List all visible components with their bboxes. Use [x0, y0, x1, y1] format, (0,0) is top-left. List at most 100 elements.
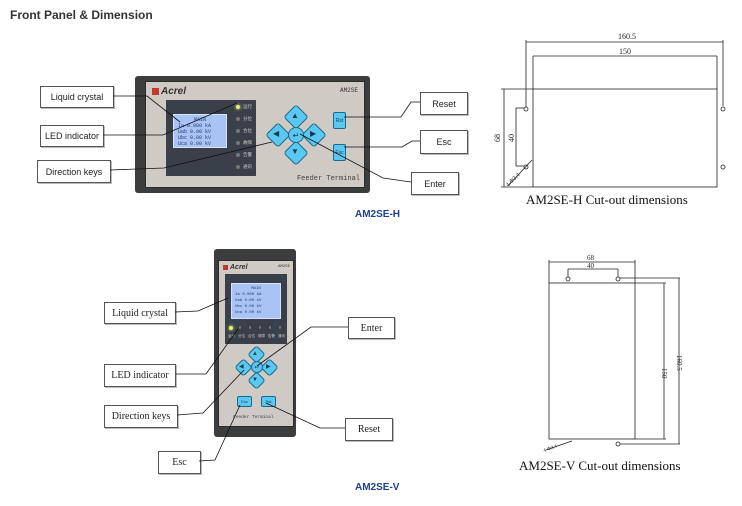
- arrow-up-icon: ▲: [291, 111, 299, 120]
- led-label: 告警: [243, 152, 252, 157]
- mount-hole: [615, 441, 621, 447]
- device-footer: Feeder Terminal: [296, 175, 360, 183]
- cutout-h-drawing: [501, 40, 726, 188]
- arrow-right-icon: ▶: [266, 364, 271, 370]
- dim-label-inner-width: 150: [619, 47, 631, 56]
- lcd-line: Ia 0.000 kA: [178, 123, 212, 129]
- lcd-line: Uca 0.00 kV: [235, 311, 262, 315]
- mount-hole: [523, 106, 529, 112]
- brand-logo: Acrel: [152, 86, 186, 97]
- leader-enter: [256, 326, 348, 367]
- callout-led-indicator: LED indicator: [104, 364, 176, 387]
- callout-reset: Reset: [420, 92, 468, 115]
- led-label: 合位: [243, 128, 252, 133]
- callout-led-indicator: LED indicator: [40, 125, 104, 147]
- dim-label-hole-spacing: 40: [587, 262, 595, 270]
- reset-button[interactable]: Rst: [333, 112, 346, 129]
- led-label: 合位: [248, 334, 255, 338]
- brand-name: Acrel: [230, 264, 248, 271]
- display-bezel: MAIN Ia 0.000 kA Uab 0.00 kV Ubc 0.00 kV…: [166, 100, 256, 176]
- lcd-screen: MAIN Ia 0.000 kA Uab 0.00 kV Ubc 0.00 kV…: [231, 283, 281, 319]
- cutout-v-caption: AM2SE-V Cut-out dimensions: [519, 458, 681, 473]
- lcd-line: MAIN: [193, 117, 206, 123]
- esc-button[interactable]: Esc: [237, 396, 252, 407]
- callout-esc: Esc: [158, 451, 201, 474]
- brand-mark-icon: [223, 264, 228, 270]
- callout-liquid-crystal: Liquid crystal: [104, 302, 176, 324]
- led-label: 运行: [243, 104, 252, 109]
- led-comm-icon: [279, 326, 281, 329]
- dim-label-hole: 4-Φ3.4: [543, 444, 558, 454]
- callout-enter: Enter: [348, 317, 395, 339]
- cutout-rect: [548, 282, 636, 440]
- arrow-left-icon: ◀: [273, 129, 280, 138]
- leader-liquid-crystal: [113, 95, 181, 123]
- leader-direction-keys: [109, 141, 273, 171]
- callout-direction-keys: Direction keys: [104, 405, 178, 428]
- led-label: 故障: [243, 140, 252, 145]
- led-alarm-icon: [236, 153, 240, 157]
- leader-led-indicator: [176, 328, 239, 375]
- lcd-screen: MAIN Ia 0.000 kA Uab 0.00 kV Ubc 0.00 kV…: [173, 114, 227, 148]
- lcd-line: Uab 0.00 kV: [178, 129, 212, 135]
- lcd-line: Ia 0.000 kA: [235, 293, 262, 297]
- led-label: 运行: [228, 334, 235, 338]
- cutout-h-labels: 160.5 150 68 40 4-Φ3.4: [493, 32, 636, 188]
- led-comm-icon: [236, 165, 240, 169]
- leader-enter: [299, 133, 412, 183]
- leader-lines-v: [174, 297, 348, 462]
- led-alarm-icon: [269, 326, 271, 329]
- callout-direction-keys: Direction keys: [37, 160, 111, 183]
- leader-liquid-crystal: [174, 297, 229, 313]
- hole-leader: [507, 159, 533, 187]
- led-close-icon: [236, 129, 240, 133]
- enter-icon: ↵: [292, 130, 300, 140]
- model-caption-v: AM2SE-V: [355, 482, 400, 493]
- mount-hole: [615, 276, 621, 282]
- led-run-icon: [229, 326, 233, 330]
- am2se-v-device: Acrel AM2SE MAIN Ia 0.000 kA Uab 0.00 kV…: [214, 249, 296, 437]
- mount-hole: [565, 276, 571, 282]
- dim-label-height: 68: [493, 134, 502, 142]
- reset-button[interactable]: Rst: [261, 396, 276, 407]
- brand-name: Acrel: [161, 86, 187, 97]
- cutout-v-drawing: [545, 260, 680, 451]
- dim-label-outer-height: 160.5: [675, 355, 683, 371]
- leader-reset: [344, 101, 420, 118]
- brand-mark-icon: [152, 87, 159, 95]
- enter-key[interactable]: ↵: [288, 127, 304, 143]
- dim-label-hole-spacing: 40: [507, 134, 516, 142]
- led-label: 故障: [258, 334, 265, 338]
- led-open-icon: [239, 326, 241, 329]
- device-model-tag: AM2SE: [339, 87, 358, 94]
- led-open-icon: [236, 117, 240, 121]
- page-title: Front Panel & Dimension: [10, 8, 153, 22]
- arrow-down-icon: ▼: [291, 147, 299, 156]
- enter-icon: ↵: [254, 364, 260, 371]
- led-label: 通讯: [243, 164, 252, 169]
- led-fault-icon: [259, 326, 261, 329]
- led-fault-icon: [236, 141, 240, 145]
- hole-leader: [545, 440, 573, 451]
- callout-enter: Enter: [411, 172, 459, 195]
- device-face: Acrel AM2SE MAIN Ia 0.000 kA Uab 0.00 kV…: [218, 260, 294, 427]
- mount-hole: [720, 164, 726, 170]
- leader-reset: [265, 402, 345, 429]
- callout-liquid-crystal: Liquid crystal: [40, 86, 114, 108]
- led-label: 告警: [268, 334, 275, 338]
- device-model-tag: AM2SE: [277, 265, 290, 269]
- cutout-h-caption: AM2SE-H Cut-out dimensions: [526, 192, 688, 207]
- device-face: Acrel AM2SE MAIN Ia 0.000 kA Uab 0.00 kV…: [145, 81, 365, 188]
- mount-hole: [720, 106, 726, 112]
- lcd-line: Uca 0.00 kV: [178, 141, 212, 147]
- led-close-icon: [249, 326, 251, 329]
- model-caption-h: AM2SE-H: [355, 209, 401, 220]
- led-label: 通讯: [278, 334, 285, 338]
- lcd-line: Uab 0.00 kV: [235, 299, 262, 303]
- brand-logo: Acrel: [223, 264, 248, 271]
- mount-hole: [523, 164, 529, 170]
- leader-lines-h: [103, 95, 420, 183]
- led-label: 分位: [238, 334, 245, 338]
- callout-esc: Esc: [420, 130, 468, 154]
- arrow-right-icon: ▶: [310, 129, 317, 138]
